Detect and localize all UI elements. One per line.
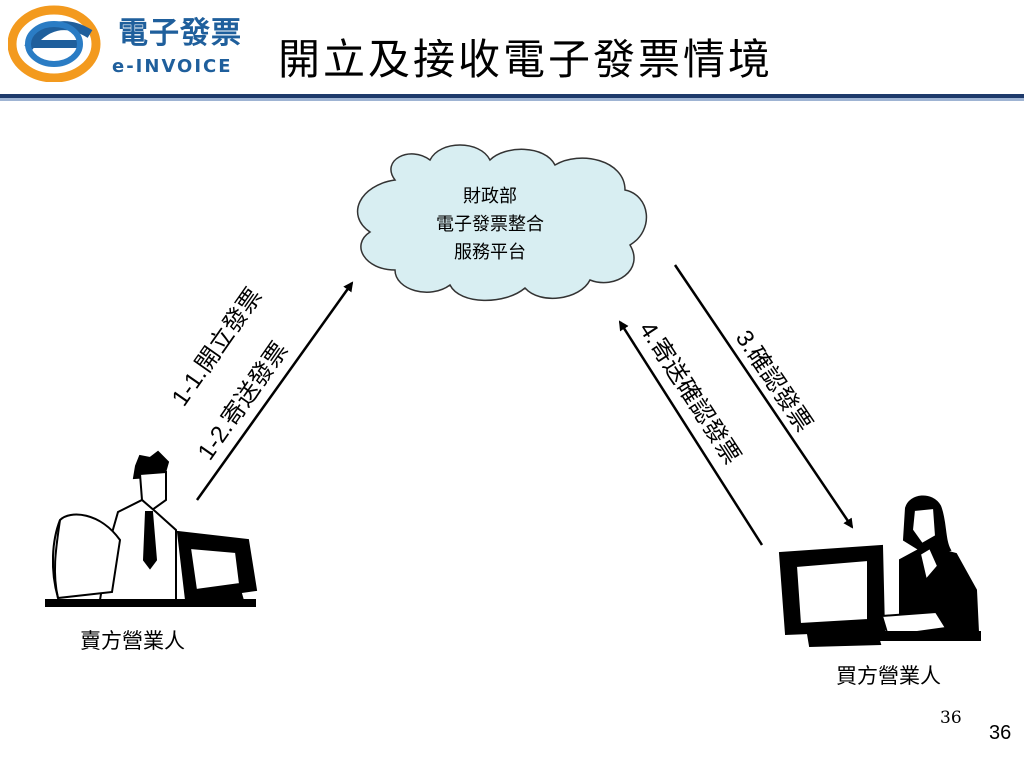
buyer-person-illustration [778,495,981,648]
platform-line-3: 服務平台 [454,242,526,263]
arrow-buyer-to-platform [618,320,764,546]
platform-cloud-label: 財政部 電子發票整合 服務平台 [390,183,590,267]
seller-person-illustration [45,450,258,608]
arrow-platform-to-buyer [673,264,854,529]
cloud-shape [357,144,647,302]
platform-line-1: 財政部 [463,186,517,207]
logo-english-text: e-INVOICE [112,56,233,77]
arrow-seller-to-platform [195,281,354,501]
page-number-small: 36 [940,708,962,728]
title-underline-light [0,98,1024,101]
e-invoice-logo-mark [7,5,101,83]
buyer-label: 買方營業人 [836,664,941,688]
slide-header: 電子發票 e-INVOICE 開立及接收電子發票情境 [0,0,1024,100]
slide-title: 開立及接收電子發票情境 [278,35,774,84]
logo-chinese-text: 電子發票 [118,16,242,51]
e-invoice-logo: 電子發票 e-INVOICE [7,4,258,83]
page-number: 36 [989,722,1012,744]
seller-label: 賣方營業人 [80,629,185,653]
platform-line-2: 電子發票整合 [436,214,544,235]
title-underline [0,94,1024,98]
